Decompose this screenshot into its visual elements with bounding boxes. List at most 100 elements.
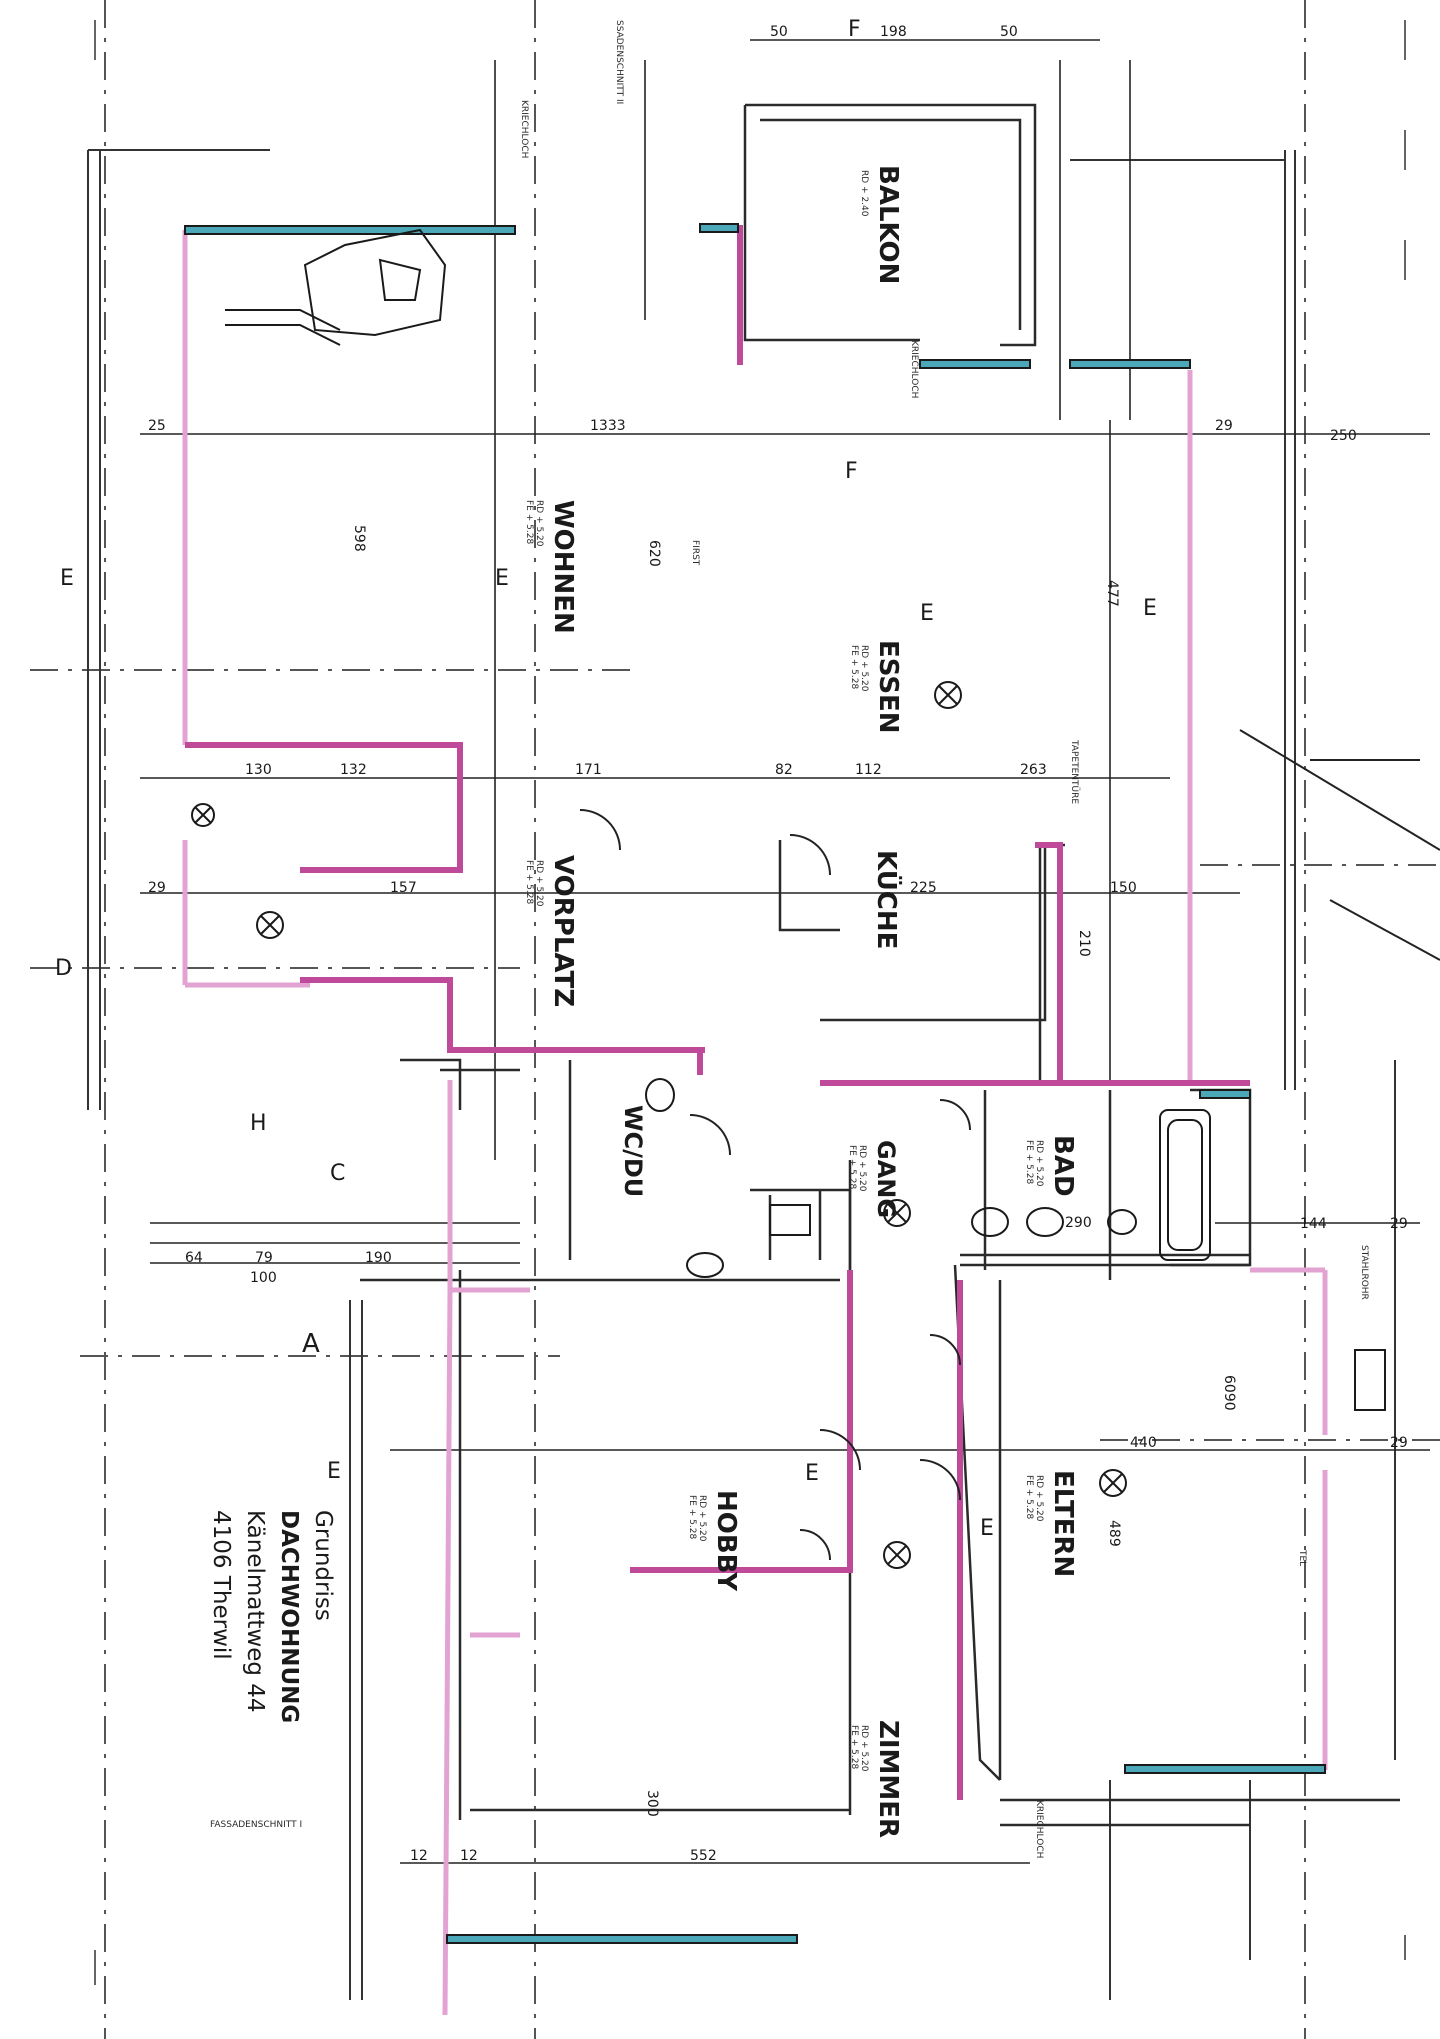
annotation-first: FIRST — [690, 540, 700, 566]
dim-12-a: 12 — [410, 1848, 428, 1864]
fixtures — [225, 228, 1386, 1411]
dim-250: 250 — [1330, 428, 1357, 444]
room-gang: GANG — [872, 1140, 900, 1218]
room-balkon: BALKON — [873, 165, 903, 284]
dim-132: 132 — [340, 762, 367, 778]
dim-290: 290 — [1065, 1215, 1092, 1231]
dim-top-198: 198 — [880, 24, 907, 40]
dim-top-50b: 50 — [1000, 24, 1018, 40]
dim-29-left: 29 — [148, 880, 166, 896]
room-vorplatz-level-2: FE + 5.28 — [524, 860, 534, 904]
marker-e-1: E — [60, 566, 74, 591]
room-balkon-level: RD + 2.40 — [859, 170, 869, 217]
marker-e-4: E — [1143, 596, 1157, 621]
marker-h: H — [250, 1111, 267, 1136]
dim-29-bad: 29 — [1390, 1216, 1408, 1232]
room-gang-level-2: FE + 5.28 — [847, 1145, 857, 1189]
light-fixture-wohnen — [191, 803, 215, 827]
room-vorplatz-level-1: RD + 5.20 — [534, 860, 544, 907]
annotation-fassade: FASSADENSCHNITT I — [210, 1820, 302, 1830]
dim-144: 144 — [1300, 1216, 1327, 1232]
dim-29-eltern: 29 — [1390, 1435, 1408, 1451]
dim-598: 598 — [351, 525, 367, 552]
room-kueche: KÜCHE — [871, 850, 904, 949]
room-eltern: ELTERN — [1048, 1470, 1078, 1577]
room-bad-level-1: RD + 5.20 — [1034, 1140, 1044, 1187]
marker-c: C — [330, 1161, 345, 1186]
inner-walls — [360, 103, 1400, 1827]
room-bad: BAD — [1048, 1135, 1078, 1197]
room-bad-level-2: FE + 5.28 — [1024, 1140, 1034, 1184]
annotation-kriechloch-1: KRIECHLOCH — [519, 100, 529, 158]
interior-walls — [185, 225, 1250, 1800]
outer-frame-lines — [87, 149, 1396, 2000]
dim-157: 157 — [390, 880, 417, 896]
dim-112: 112 — [855, 762, 882, 778]
door-swings — [579, 729, 1440, 1561]
marker-e-5: E — [327, 1459, 341, 1484]
dim-620: 620 — [646, 540, 662, 567]
room-hobby-level-2: FE + 5.28 — [687, 1495, 697, 1539]
dim-440: 440 — [1130, 1435, 1157, 1451]
dim-64: 64 — [185, 1250, 203, 1266]
dim-12-b: 12 — [460, 1848, 478, 1864]
room-eltern-level-2: FE + 5.28 — [1024, 1475, 1034, 1519]
dim-82: 82 — [775, 762, 793, 778]
annotation-tel: TEL — [1297, 1549, 1307, 1566]
light-fixture-eltern — [1099, 1469, 1127, 1497]
room-zimmer: ZIMMER — [873, 1720, 903, 1838]
dim-79: 79 — [255, 1250, 273, 1266]
annotation-kriechloch-2: KRIECHLOCH — [909, 340, 919, 398]
windows — [184, 223, 1326, 1944]
room-gang-level-1: RD + 5.20 — [857, 1145, 867, 1192]
room-eltern-level-1: RD + 5.20 — [1034, 1475, 1044, 1522]
dim-190: 190 — [365, 1250, 392, 1266]
annotation-schnitt: SSADENSCHNITT II — [614, 20, 624, 104]
marker-d: D — [55, 956, 72, 981]
room-vorplatz: VORPLATZ — [548, 855, 578, 1007]
room-essen: ESSEN — [873, 640, 903, 734]
marker-e-3: E — [920, 601, 934, 626]
exterior-walls — [182, 230, 1328, 2016]
dim-130: 130 — [245, 762, 272, 778]
title-dachwohnung: DACHWOHNUNG — [276, 1510, 302, 1724]
title-address: Känelmattweg 44 — [242, 1510, 268, 1713]
light-fixture-essen — [934, 681, 962, 709]
dim-552: 552 — [690, 1848, 717, 1864]
title-city: 4106 Therwil — [208, 1510, 234, 1660]
title-grundriss: Grundriss — [310, 1510, 336, 1621]
light-fixture-hobby — [883, 1541, 911, 1569]
room-wohnen-level-1: RD + 5.20 — [534, 500, 544, 547]
room-zimmer-level-2: FE + 5.28 — [849, 1725, 859, 1769]
light-fixture-gang — [883, 1199, 911, 1227]
edge-ticks — [94, 20, 1406, 1985]
dimension-labels: 50 198 50 1333 250 29 25 29 171 82 112 2… — [148, 24, 1408, 1864]
title-block: Grundriss DACHWOHNUNG Känelmattweg 44 41… — [140, 1510, 340, 1950]
dim-top-50a: 50 — [770, 24, 788, 40]
annotation-kriechloch-3: KRIECHLOCH — [1034, 1800, 1044, 1858]
room-hobby-level-1: RD + 5.20 — [697, 1495, 707, 1542]
marker-e-7: E — [980, 1516, 994, 1541]
dim-1333: 1333 — [590, 418, 626, 434]
room-essen-level-1: RD + 5.20 — [859, 645, 869, 692]
marker-f-1: F — [848, 17, 861, 42]
section-markers: E E E E E E E D C A F F H — [55, 17, 1157, 1541]
annotation-stahlrohr: STAHLROHR — [1359, 1245, 1369, 1300]
marker-e-2: E — [495, 566, 509, 591]
room-hobby: HOBBY — [711, 1490, 741, 1592]
room-essen-level-2: FE + 5.28 — [849, 645, 859, 689]
marker-e-6: E — [805, 1461, 819, 1486]
construction-lines — [30, 0, 1440, 2039]
dim-210: 210 — [1076, 930, 1092, 957]
room-wcdu: WC/DU — [619, 1105, 647, 1197]
dim-29-right: 29 — [1215, 418, 1233, 434]
dim-263: 263 — [1020, 762, 1047, 778]
room-labels: WOHNEN RD + 5.20 FE + 5.28 ESSEN RD + 5.… — [524, 165, 1078, 1838]
dim-225: 225 — [910, 880, 937, 896]
marker-f-2: F — [845, 459, 858, 484]
room-wohnen: WOHNEN — [548, 500, 578, 634]
annotation-tapetentuere: TAPETENTÜRE — [1069, 739, 1080, 804]
dim-6090: 6090 — [1221, 1375, 1237, 1411]
dim-25-left: 25 — [148, 418, 166, 434]
